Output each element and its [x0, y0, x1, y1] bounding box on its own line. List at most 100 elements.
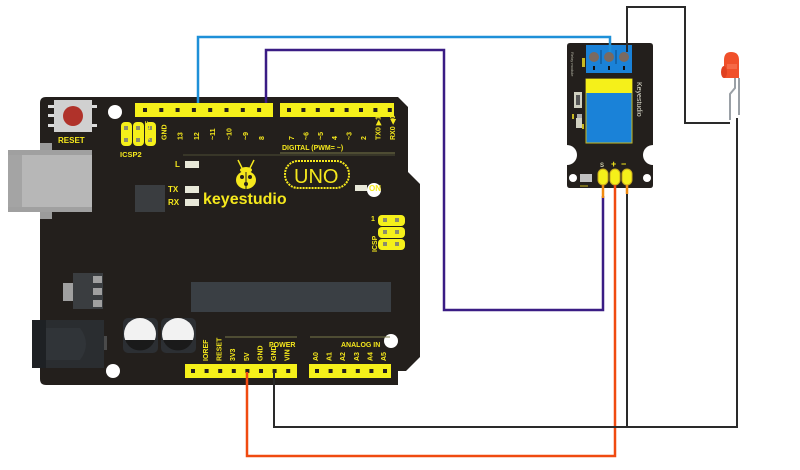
icsp-label: ICSP	[372, 235, 379, 252]
digital-pin-label: AREF	[145, 120, 152, 140]
power-pin-label: RESET	[217, 337, 224, 361]
voltage-regulator	[63, 273, 103, 309]
analog-pin	[328, 369, 333, 373]
digital-pin	[224, 108, 229, 112]
analog-pin-label: A1	[327, 352, 334, 361]
power-pin	[231, 369, 236, 373]
digital-pin	[175, 108, 180, 112]
analog-header	[309, 364, 391, 378]
icsp-pin1-label: 1	[371, 216, 375, 223]
wire-blue-pin13-to-com	[196, 35, 612, 103]
digital-pin-label: RX0 ◀0	[390, 115, 397, 140]
relay-mount-hole	[569, 174, 577, 182]
relay-mount-hole	[643, 174, 651, 182]
usb-chip	[135, 185, 165, 212]
svg-text:TX: TX	[168, 185, 179, 194]
digital-pin	[301, 108, 306, 112]
analog-pin-label: A5	[381, 352, 388, 361]
analog-pin-label: A3	[354, 352, 361, 361]
mounting-hole	[384, 334, 398, 348]
digital-pin	[287, 108, 291, 112]
power-label: POWER	[269, 342, 295, 349]
led-rx: RX	[168, 198, 199, 207]
wire-red-5v-to-plus	[245, 185, 617, 458]
led-tx: TX	[168, 185, 199, 194]
svg-text:RX: RX	[168, 198, 180, 207]
digital-pin-label: 2	[361, 136, 368, 140]
digital-pin-label: GND	[161, 124, 168, 140]
digital-pin-label: 12	[194, 132, 201, 140]
digital-pin	[387, 108, 392, 112]
arduino-pcb	[40, 97, 420, 385]
analog-pin-label: A2	[340, 352, 347, 361]
capacitor	[123, 318, 158, 353]
mounting-hole	[106, 364, 120, 378]
digital-pin-label: ~9	[243, 132, 250, 140]
analog-pin	[315, 369, 319, 373]
digital-pin	[143, 108, 147, 112]
analog-pin	[369, 369, 374, 373]
digital-pin-label: ~6	[303, 132, 310, 140]
analog-pin	[342, 369, 347, 373]
digital-pin	[359, 108, 363, 112]
relay-pin-minus-label: −	[621, 159, 626, 169]
digital-pin	[240, 108, 245, 112]
red-led	[721, 52, 740, 120]
digital-pin-label: 8	[259, 136, 266, 140]
power-pin	[272, 369, 277, 373]
led-l: L	[175, 160, 199, 169]
analog-label: ANALOG IN	[341, 342, 380, 349]
svg-text:ON: ON	[369, 184, 381, 193]
digital-pin-label: ~3	[347, 132, 354, 140]
uno-badge	[284, 160, 350, 189]
analog-pin-label: A4	[367, 352, 374, 361]
power-pin	[286, 369, 291, 373]
wire-black-gnd-to-minus	[273, 118, 738, 428]
icsp2-label: ICSP2	[120, 150, 142, 159]
analog-pin-label: A0	[313, 352, 320, 361]
mounting-hole	[367, 183, 381, 197]
digital-pin	[330, 108, 335, 112]
relay-pin-plus-label: +	[611, 159, 616, 169]
digital-pin-label: TX0 ▶1	[375, 116, 382, 140]
usb-port	[8, 143, 92, 219]
relay-pin-header	[597, 168, 633, 186]
power-pin	[204, 369, 209, 373]
power-pin	[218, 369, 223, 373]
reset-button[interactable]	[48, 100, 97, 132]
digital-header-left	[135, 103, 273, 117]
power-pin-label: IOREF	[203, 339, 210, 361]
digital-pin-label: 4	[332, 136, 339, 140]
digital-pin	[315, 108, 320, 112]
digital-pin	[373, 108, 378, 112]
ladybug-logo-icon	[236, 159, 256, 189]
power-pin-label: VIN	[285, 349, 292, 361]
power-header	[185, 364, 297, 378]
capacitor	[161, 318, 196, 353]
terminal-com-screw	[604, 52, 614, 62]
terminal-no-screw	[619, 52, 629, 62]
dc-power-jack	[32, 320, 107, 368]
digital-pin-label: 13	[178, 132, 185, 140]
digital-pin	[208, 108, 213, 112]
digital-pin-label: 7	[289, 136, 296, 140]
digital-pin	[344, 108, 349, 112]
microcontroller-chip	[191, 282, 391, 312]
power-pin-label: 5V	[244, 352, 251, 361]
digital-pin-label: ~10	[227, 128, 234, 140]
svg-text:L: L	[175, 160, 180, 169]
digital-header-right	[280, 103, 394, 117]
digital-pin-label: ~11	[210, 128, 217, 140]
power-pin-label: GND	[257, 345, 264, 361]
digital-pin	[257, 108, 262, 112]
brand-logo-text: keyestudio	[203, 191, 287, 208]
power-pin	[191, 369, 195, 373]
wire-black-no-to-led	[626, 6, 730, 124]
relay-side-text: Relay module	[570, 52, 575, 77]
mounting-hole	[108, 105, 122, 119]
relay-module: Keyestudio Relay module S + −	[567, 43, 653, 188]
uno-model-text: UNO	[294, 166, 338, 188]
wire-purple-pin8-to-s	[264, 48, 605, 312]
